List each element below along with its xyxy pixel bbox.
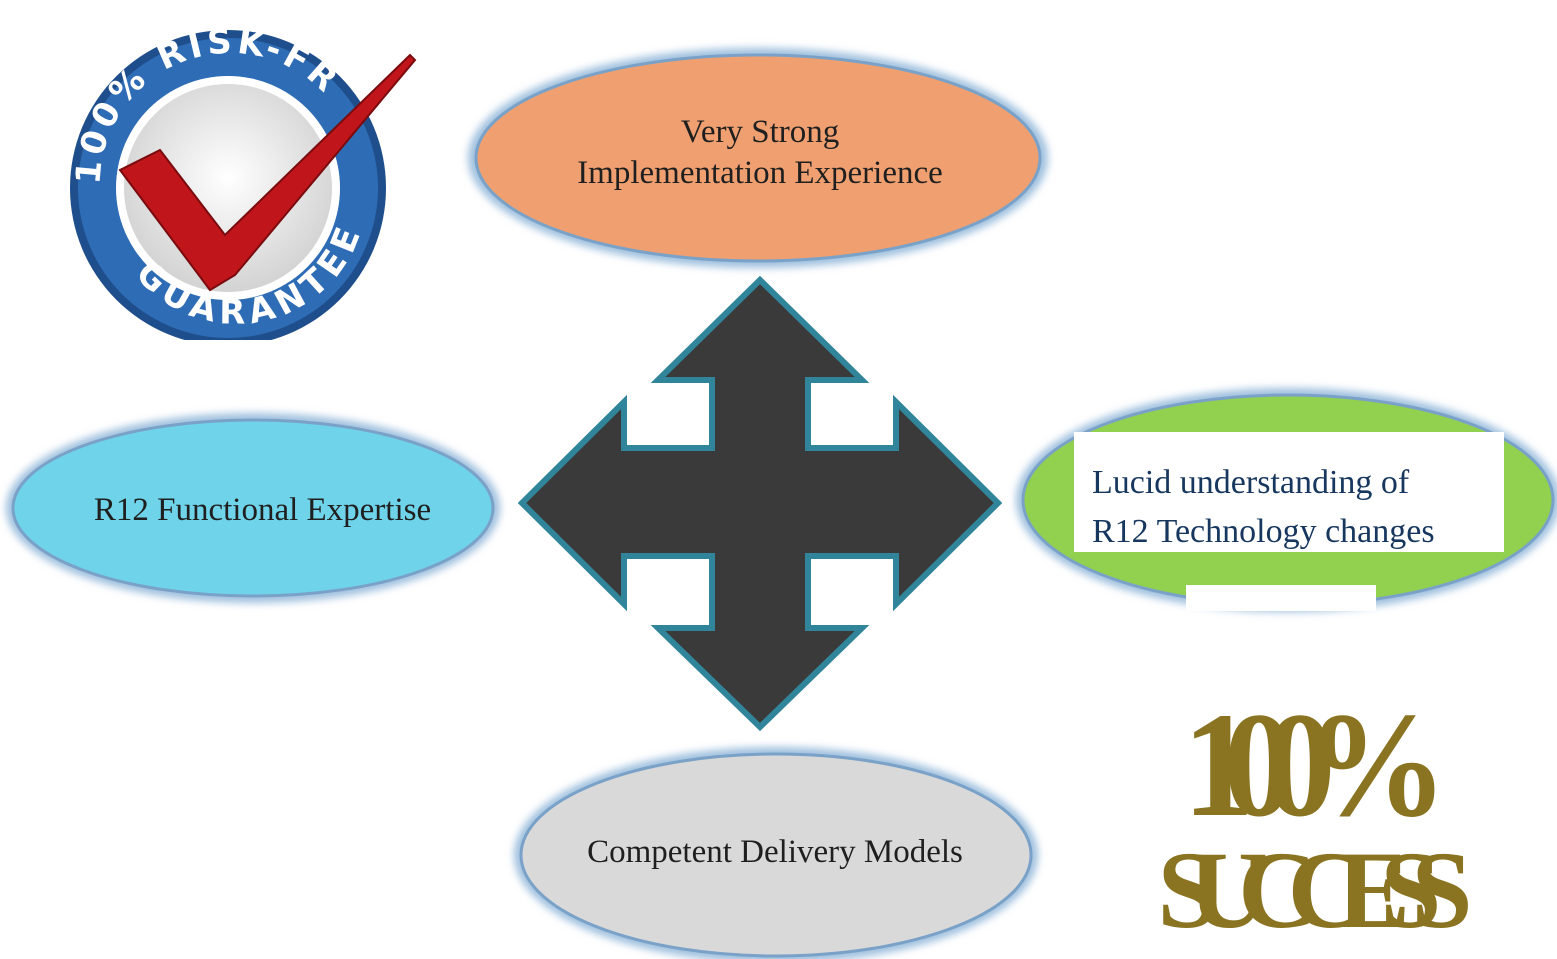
top-node-line2: Implementation Experience (577, 155, 943, 192)
top-node-label: Very Strong Implementation Experience (505, 112, 1015, 195)
bottom-node-label: Competent Delivery Models (587, 834, 963, 870)
right-node-text-box (1074, 432, 1504, 552)
bottom-node (514, 747, 1038, 959)
left-node (6, 413, 500, 603)
top-node (468, 48, 1048, 268)
right-node-line2: R12 Technology changes (1092, 513, 1435, 551)
right-node-line1: Lucid understanding of (1092, 464, 1410, 501)
risk-free-guarantee-badge-icon: 100% RISK-FREE GUARANTEE (60, 20, 417, 340)
left-node-label: R12 Functional Expertise (93, 492, 432, 528)
right-node-label: Lucid understanding of R12 Technology ch… (1092, 458, 1502, 557)
success-word: SUCCESS (1157, 829, 1472, 951)
four-way-arrow-icon (517, 275, 1003, 732)
checkmark-icon (118, 53, 417, 292)
top-node-line1: Very Strong (680, 114, 840, 150)
success-percent: 100% (1182, 682, 1448, 848)
right-node-lower-box (1186, 585, 1376, 611)
